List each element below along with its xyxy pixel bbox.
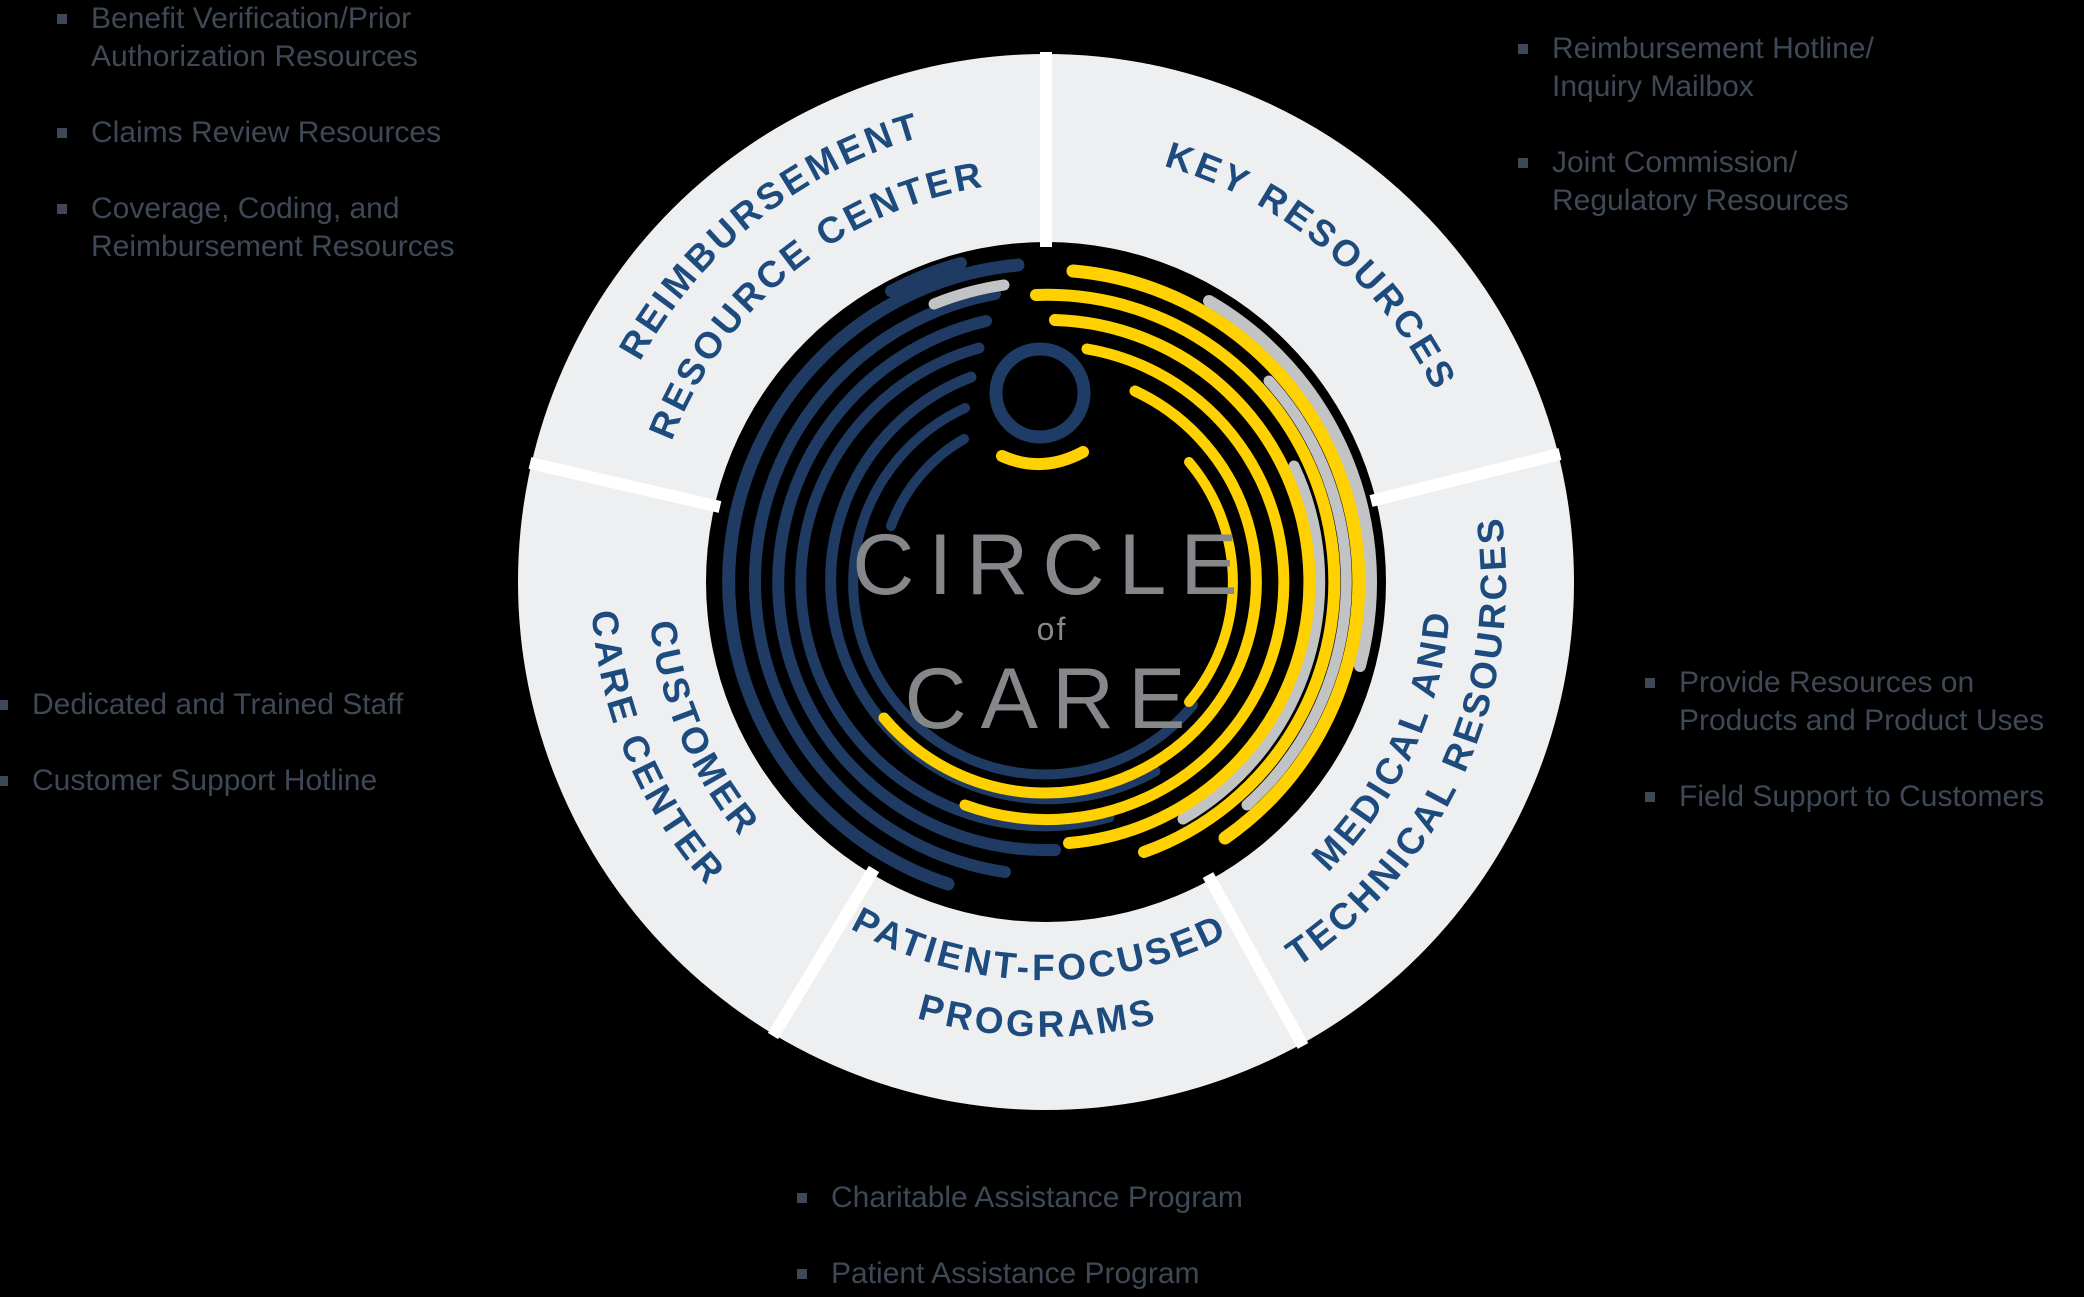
swirl-navy-arcs: [722, 257, 1198, 891]
list-item: Customer Support Hotline: [0, 762, 403, 800]
swirl-arc: [1030, 288, 1341, 858]
swirl-gray-arcs: [928, 279, 1377, 825]
list-item-line: Reimbursement Hotline/: [1552, 32, 1874, 65]
list-item: Field Support to Customers: [1645, 778, 2044, 816]
list-item-line: Claims Review Resources: [91, 116, 442, 149]
list-item-line: Coverage, Coding, and: [91, 192, 400, 225]
list-item-line: Inquiry Mailbox: [1552, 70, 1754, 103]
list-item-line: Joint Commission/: [1552, 146, 1798, 179]
swirl-arc: [959, 343, 1290, 826]
swirl-arc: [878, 385, 1262, 799]
swirl-arc: [1184, 457, 1238, 707]
center-logo: [989, 342, 1091, 470]
segment-gap-upper-right: [1369, 448, 1562, 507]
swirl-gold-arcs: [878, 264, 1366, 858]
list-item-line: Regulatory Resources: [1552, 184, 1849, 217]
swirl-arc: [722, 258, 1025, 891]
swirl-arc: [795, 342, 1115, 832]
list-item-line: Benefit Verification/Prior: [91, 2, 412, 35]
bullet-square-icon: [1518, 158, 1528, 168]
list-item: Joint Commission/ Regulatory Resources: [1518, 144, 1874, 220]
swirl-arc: [772, 315, 1061, 857]
center-text-care: CARE: [905, 651, 1200, 747]
bullet-square-icon: [0, 776, 8, 786]
logo-ring-icon: [989, 342, 1091, 444]
list-item-line: Customer Support Hotline: [32, 764, 378, 797]
swirl-arc: [1241, 375, 1352, 811]
bullet-square-icon: [1645, 678, 1655, 688]
list-item: Provide Resources on Products and Produc…: [1645, 664, 2044, 740]
list-item-line: Provide Resources on: [1679, 666, 1975, 699]
segment-gap-left: [528, 457, 722, 513]
list-item: Reimbursement Hotline/ Inquiry Mailbox: [1518, 30, 1874, 106]
list-item: Claims Review Resources: [57, 114, 454, 152]
center-text-of: of: [1037, 611, 1068, 647]
list-item: Dedicated and Trained Staff: [0, 686, 403, 724]
bullet-square-icon: [57, 204, 67, 214]
swirl-arc: [928, 279, 1010, 310]
bullet-square-icon: [797, 1269, 807, 1279]
swirl-arc: [1049, 314, 1316, 849]
list-item-line: Dedicated and Trained Staff: [32, 688, 404, 721]
list-item: Patient Assistance Program: [797, 1255, 1243, 1293]
bullet-square-icon: [57, 128, 67, 138]
bullet-square-icon: [0, 700, 8, 710]
list-patient-focused-programs: Charitable Assistance Program Patient As…: [797, 1179, 1243, 1297]
list-medical-technical-resources: Provide Resources on Products and Produc…: [1645, 664, 2044, 854]
list-reimbursement-resource-center: Benefit Verification/Prior Authorization…: [57, 0, 454, 304]
center-text-circle: CIRCLE: [852, 517, 1251, 613]
segment-gap-lower-right: [1202, 872, 1309, 1049]
swirl-arc: [885, 257, 967, 297]
list-item-line: Field Support to Customers: [1679, 780, 2045, 813]
list-item-line: Patient Assistance Program: [831, 1257, 1200, 1290]
list-item-line: Products and Product Uses: [1679, 704, 2045, 737]
swirl-arc: [825, 371, 1161, 805]
list-item: Coverage, Coding, and Reimbursement Reso…: [57, 190, 454, 266]
swirl-arc: [1177, 460, 1326, 825]
segment-gaps: [528, 52, 1562, 1049]
bullet-square-icon: [1645, 792, 1655, 802]
list-customer-care-center: Dedicated and Trained Staff Customer Sup…: [0, 686, 403, 838]
swirl-arc: [886, 434, 969, 531]
list-item-line: Charitable Assistance Program: [831, 1181, 1243, 1214]
swirl-arc: [1203, 295, 1377, 672]
logo-swoosh-icon: [996, 446, 1089, 470]
swirl-arc: [848, 403, 1198, 780]
bullet-square-icon: [1518, 44, 1528, 54]
list-item-line: Reimbursement Resources: [91, 230, 455, 263]
swirl-arc: [1066, 264, 1366, 845]
list-item: Charitable Assistance Program: [797, 1179, 1243, 1217]
swirl-arc: [749, 288, 1011, 878]
bullet-square-icon: [57, 14, 67, 24]
list-key-resources: Reimbursement Hotline/ Inquiry Mailbox J…: [1518, 30, 1874, 258]
segment-gap-lower-left: [767, 865, 880, 1040]
bullet-square-icon: [797, 1193, 807, 1203]
list-item: Benefit Verification/Prior Authorization…: [57, 0, 454, 76]
list-item-line: Authorization Resources: [91, 40, 418, 73]
